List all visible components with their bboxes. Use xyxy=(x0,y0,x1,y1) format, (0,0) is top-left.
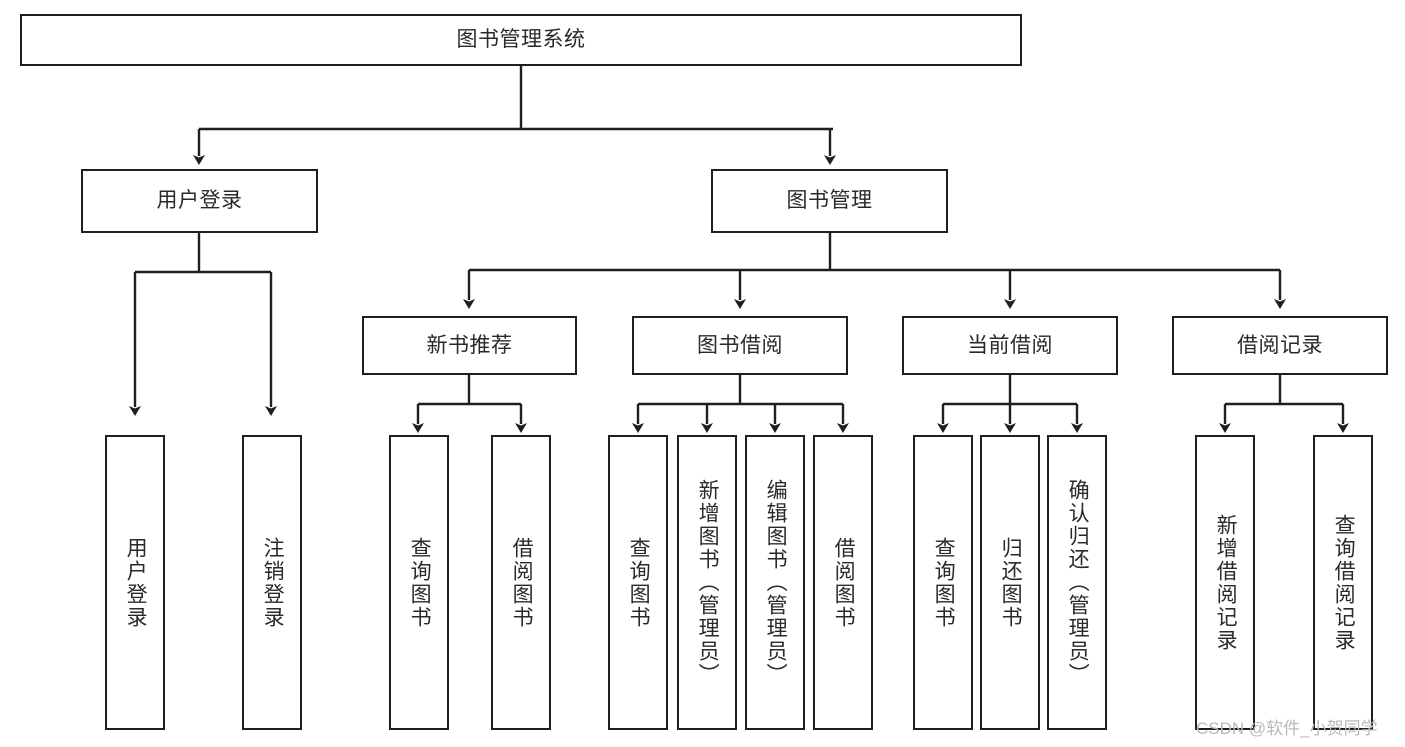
node-current-borrow-label: 当前借阅 xyxy=(967,333,1053,357)
node-book-borrow-label: 图书借阅 xyxy=(697,333,783,357)
node-current-borrow[interactable]: 当前借阅 xyxy=(902,316,1118,375)
leaf-borrow-book-1-label: 借阅图书 xyxy=(510,536,534,629)
leaf-return-book[interactable]: 归还图书 xyxy=(980,435,1040,730)
node-book-management[interactable]: 图书管理 xyxy=(711,169,948,233)
leaf-confirm-return-admin[interactable]: 确认归还（管理员） xyxy=(1047,435,1107,730)
leaf-borrow-book-1[interactable]: 借阅图书 xyxy=(491,435,551,730)
leaf-borrow-book-2[interactable]: 借阅图书 xyxy=(813,435,873,730)
leaf-user-login-label: 用户登录 xyxy=(124,536,148,629)
leaf-query-book-3-label: 查询图书 xyxy=(932,536,956,629)
leaf-confirm-return-admin-label: 确认归还（管理员） xyxy=(1066,479,1090,686)
leaf-logout-label: 注销登录 xyxy=(261,536,285,629)
leaf-add-book-admin[interactable]: 新增图书（管理员） xyxy=(677,435,737,730)
leaf-return-book-label: 归还图书 xyxy=(999,536,1023,629)
leaf-query-book-1[interactable]: 查询图书 xyxy=(389,435,449,730)
leaf-add-borrow-record-label: 新增借阅记录 xyxy=(1214,513,1238,652)
leaf-query-borrow-record[interactable]: 查询借阅记录 xyxy=(1313,435,1373,730)
leaf-edit-book-admin[interactable]: 编辑图书（管理员） xyxy=(745,435,805,730)
node-book-borrow[interactable]: 图书借阅 xyxy=(632,316,848,375)
leaf-query-book-2[interactable]: 查询图书 xyxy=(608,435,668,730)
node-root[interactable]: 图书管理系统 xyxy=(20,14,1022,66)
node-root-label: 图书管理系统 xyxy=(456,28,586,52)
leaf-add-borrow-record[interactable]: 新增借阅记录 xyxy=(1195,435,1255,730)
leaf-query-book-2-label: 查询图书 xyxy=(627,536,651,629)
node-user-login[interactable]: 用户登录 xyxy=(81,169,318,233)
node-borrow-records-label: 借阅记录 xyxy=(1237,333,1323,357)
leaf-logout[interactable]: 注销登录 xyxy=(242,435,302,730)
node-new-book-recommend[interactable]: 新书推荐 xyxy=(362,316,577,375)
leaf-user-login[interactable]: 用户登录 xyxy=(105,435,165,730)
leaf-borrow-book-2-label: 借阅图书 xyxy=(832,536,856,629)
leaf-query-book-3[interactable]: 查询图书 xyxy=(913,435,973,730)
node-borrow-records[interactable]: 借阅记录 xyxy=(1172,316,1388,375)
node-new-book-recommend-label: 新书推荐 xyxy=(426,333,513,357)
node-user-login-label: 用户登录 xyxy=(156,189,243,213)
watermark-credit: CSDN @软件_小贺同学 xyxy=(1196,719,1378,738)
leaf-edit-book-admin-label: 编辑图书（管理员） xyxy=(764,479,788,686)
leaf-query-book-1-label: 查询图书 xyxy=(408,536,432,629)
leaf-add-book-admin-label: 新增图书（管理员） xyxy=(696,479,720,686)
node-book-management-label: 图书管理 xyxy=(786,189,873,213)
leaf-query-borrow-record-label: 查询借阅记录 xyxy=(1332,513,1356,652)
